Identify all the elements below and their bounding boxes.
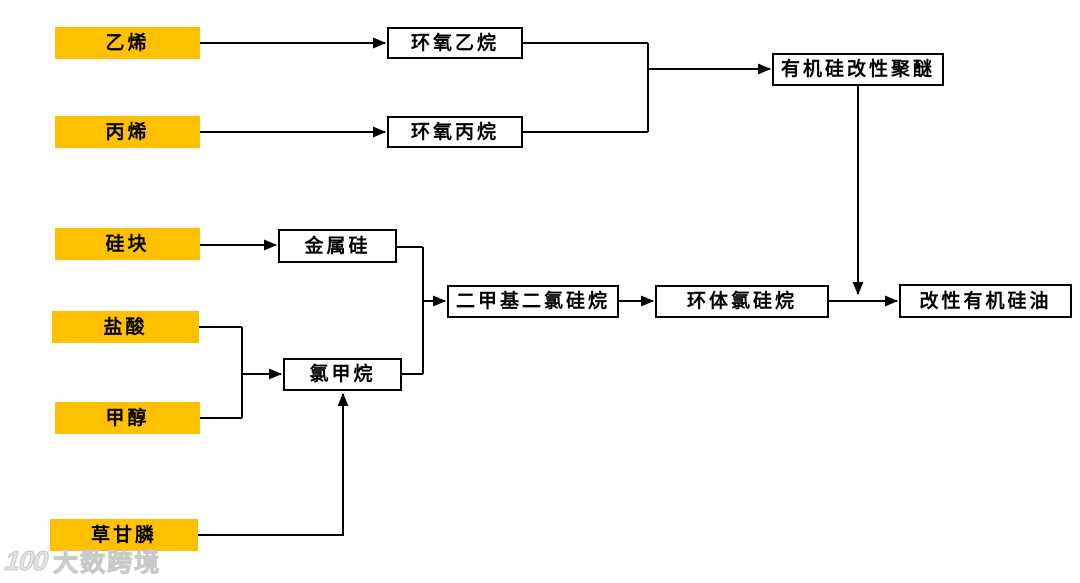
node-ethylene-oxide: 环氧乙烷 <box>387 27 523 59</box>
node-silicon-block: 硅块 <box>55 228 200 260</box>
watermark-text: 大数跨境 <box>53 549 162 578</box>
node-cyclic-chlorosilane: 环体氯硅烷 <box>655 285 829 318</box>
node-silicon-metal: 金属硅 <box>278 229 397 263</box>
node-propylene-oxide: 环氧丙烷 <box>387 116 523 148</box>
node-ethylene: 乙烯 <box>55 27 200 59</box>
node-glyphosate: 草甘膦 <box>50 519 198 551</box>
node-modified-silicone-oil: 改性有机硅油 <box>899 284 1072 318</box>
node-propylene: 丙烯 <box>55 116 200 148</box>
node-methanol: 甲醇 <box>55 402 200 434</box>
node-chloromethane: 氯甲烷 <box>283 358 402 391</box>
node-hydrochloric-acid: 盐酸 <box>52 311 199 343</box>
edge-glyphosate-chloromethane <box>198 393 349 536</box>
node-dimethyldichlorosilane: 二甲基二氯硅烷 <box>447 285 619 318</box>
node-silicone-modified-polyether: 有机硅改性聚醚 <box>772 53 944 86</box>
watermark-logo-icon: 100 <box>3 545 49 576</box>
watermark: 100 大数跨境 <box>3 543 162 579</box>
